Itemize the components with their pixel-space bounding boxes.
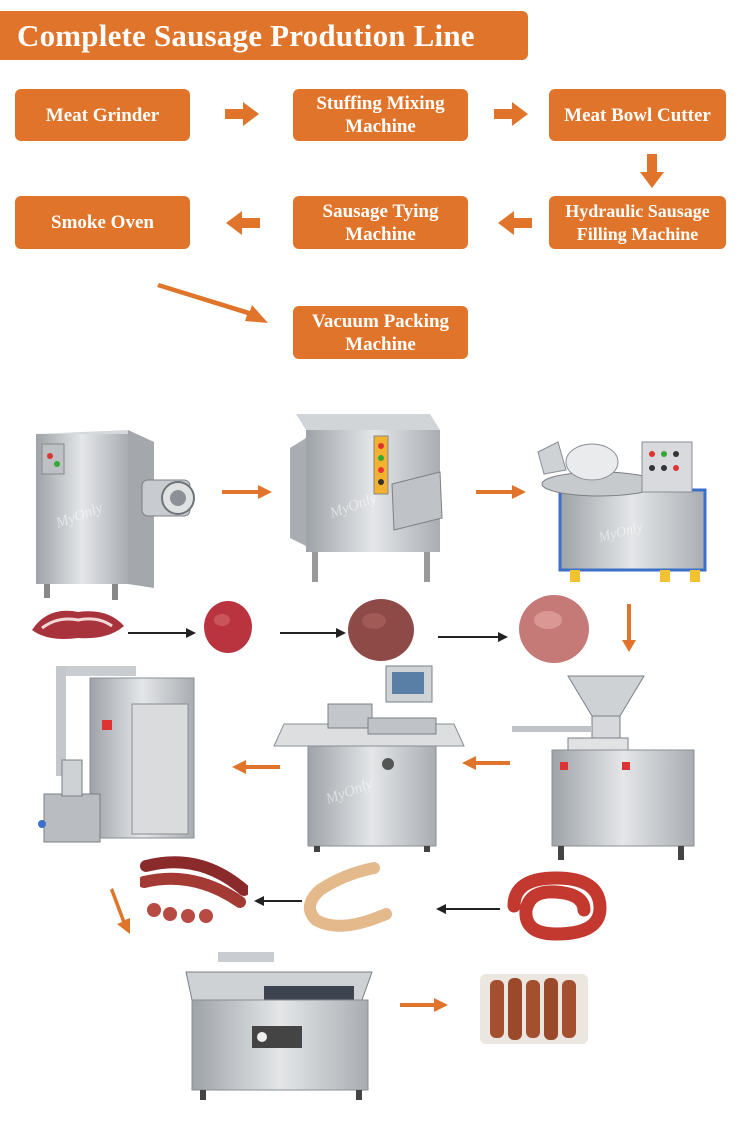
smoked-sausages-image <box>140 856 248 923</box>
arrow-right-icon <box>225 102 259 126</box>
step-label: Hydraulic Sausage Filling Machine <box>565 200 710 244</box>
arrow-right-icon <box>476 485 526 499</box>
step-smoke-oven: Smoke Oven <box>15 196 190 249</box>
smoke-oven-image <box>38 666 195 843</box>
arrow-left-icon <box>232 760 280 774</box>
arrow-left-icon <box>254 896 302 906</box>
arrow-down-icon <box>622 604 636 652</box>
ground-meat-image <box>204 601 252 653</box>
arrow-diagonal-icon <box>157 283 268 323</box>
step-hydraulic-sausage-filling-machine: Hydraulic Sausage Filling Machine <box>549 196 726 249</box>
arrow-left-icon <box>436 904 500 914</box>
step-vacuum-packing-machine: Vacuum Packing Machine <box>293 306 468 359</box>
step-label: Vacuum Packing Machine <box>311 310 450 355</box>
arrow-down-icon <box>640 154 664 188</box>
step-meat-grinder: Meat Grinder <box>15 89 190 141</box>
arrow-left-icon <box>462 756 510 770</box>
step-label: Smoke Oven <box>51 212 154 233</box>
hydraulic-sausage-filling-machine-image <box>512 675 695 860</box>
arrow-right-icon <box>128 628 196 638</box>
vacuum-packing-machine-image <box>185 952 373 1100</box>
meat-grinder-image: MyOnly <box>36 430 195 600</box>
step-sausage-tying-machine: Sausage Tying Machine <box>293 196 468 249</box>
arrow-left-icon <box>498 211 532 235</box>
step-label: Sausage Tying Machine <box>322 200 439 245</box>
mixed-meat-image <box>348 599 414 661</box>
arrow-right-icon <box>494 102 528 126</box>
arrow-right-icon <box>280 628 346 638</box>
stuffing-mixing-machine-image: MyOnly <box>290 414 443 582</box>
step-label: Meat Grinder <box>45 104 160 126</box>
vacuum-packed-sausages-image <box>480 974 588 1044</box>
step-label: Stuffing Mixing Machine <box>316 93 445 137</box>
tied-sausages-image <box>304 862 392 932</box>
sausage-tying-machine-image: MyOnly <box>273 665 465 852</box>
arrow-right-icon <box>438 632 508 642</box>
meat-bowl-cutter-image: MyOnly <box>537 441 707 582</box>
arrow-right-icon <box>222 485 272 499</box>
filled-sausage-coil-image <box>507 871 607 941</box>
page-title: Complete Sausage Prodution Line <box>17 17 475 53</box>
step-stuffing-mixing-machine: Stuffing Mixing Machine <box>293 89 468 141</box>
arrow-diagonal-icon <box>110 888 130 934</box>
minced-meat-image <box>519 595 589 663</box>
arrow-right-icon <box>400 998 448 1012</box>
raw-meat-image <box>32 610 124 639</box>
arrow-left-icon <box>226 211 260 235</box>
step-meat-bowl-cutter: Meat Bowl Cutter <box>549 89 726 141</box>
title-banner: Complete Sausage Prodution Line <box>0 11 528 60</box>
step-label: Meat Bowl Cutter <box>564 104 711 126</box>
